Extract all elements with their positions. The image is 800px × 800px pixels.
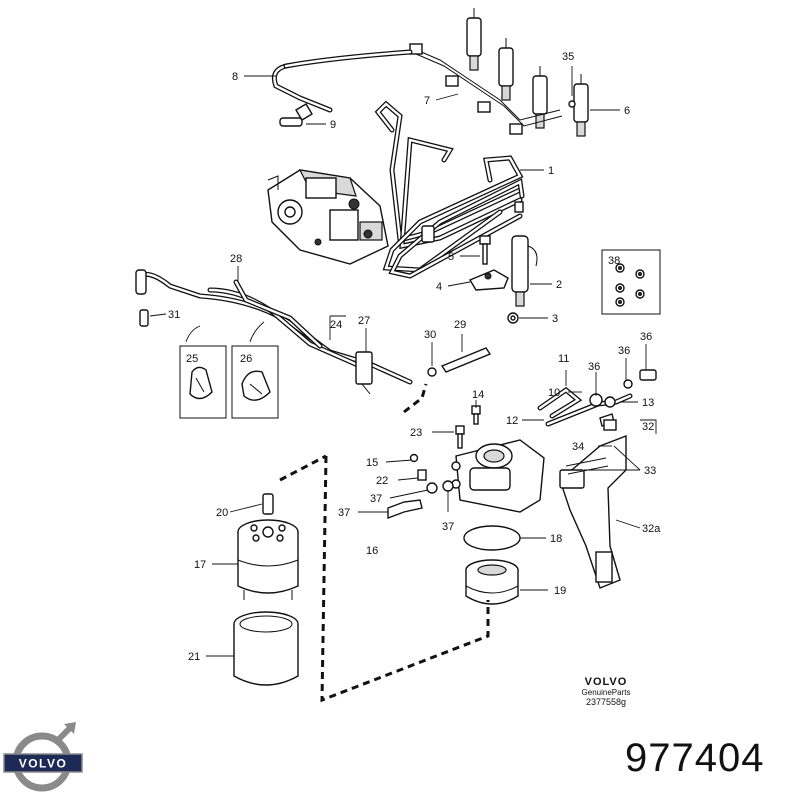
callout-25: 25 xyxy=(186,353,198,365)
injector-icon xyxy=(511,201,538,307)
filter-head xyxy=(426,439,545,513)
washer xyxy=(507,312,519,324)
callout-27: 27 xyxy=(358,315,370,327)
bleed-pipe xyxy=(537,369,657,427)
callout-32: 32 xyxy=(642,421,654,433)
brand-name: VOLVO xyxy=(584,676,628,688)
bolt xyxy=(479,235,491,265)
callout-36a: 36 xyxy=(588,361,600,373)
injector-icon xyxy=(532,66,548,129)
callout-28: 28 xyxy=(230,253,242,265)
filter-icon xyxy=(237,493,299,600)
callout-4: 4 xyxy=(436,281,442,293)
callout-20: 20 xyxy=(216,507,228,519)
dashed-leader xyxy=(320,455,490,703)
callout-24: 24 xyxy=(330,319,342,331)
seal-kit-box xyxy=(601,249,661,315)
callout-21: 21 xyxy=(188,651,200,663)
callout-8: 8 xyxy=(232,71,238,83)
pump-icon xyxy=(267,169,389,265)
callout-37b: 37 xyxy=(338,507,350,519)
callout-3: 3 xyxy=(552,313,558,325)
callout-17: 17 xyxy=(194,559,206,571)
callout-26: 26 xyxy=(240,353,252,365)
callout-32a: 32a xyxy=(642,523,661,535)
volvo-logo-text: VOLVO xyxy=(19,757,68,771)
callout-16: 16 xyxy=(366,545,378,557)
callout-34: 34 xyxy=(572,441,584,453)
callout-6: 6 xyxy=(624,105,630,117)
callout-labels: 1 2 3 4 5 6 7 8 9 10 11 12 13 14 15 16 1… xyxy=(168,51,661,663)
callout-33: 33 xyxy=(644,465,656,477)
callout-38: 38 xyxy=(608,255,620,267)
callout-35: 35 xyxy=(562,51,574,63)
dashed-leader xyxy=(279,454,327,482)
filter-cup xyxy=(233,611,299,686)
callout-11: 11 xyxy=(558,353,569,365)
callout-29: 29 xyxy=(454,319,466,331)
fuel-hoses xyxy=(135,269,413,395)
callout-7: 7 xyxy=(424,95,430,107)
callout-18: 18 xyxy=(550,533,562,545)
seal-ring xyxy=(463,525,521,551)
screws xyxy=(387,405,481,520)
clip-box-26 xyxy=(231,345,279,419)
callout-15: 15 xyxy=(366,457,378,469)
callout-36b: 36 xyxy=(618,345,630,357)
callout-2: 2 xyxy=(556,279,562,291)
dashed-leader xyxy=(403,383,428,414)
pipe-29 xyxy=(440,347,492,373)
callout-37c: 37 xyxy=(442,521,454,533)
callout-37a: 37 xyxy=(370,493,382,505)
fitting-30 xyxy=(427,367,437,377)
mounting-bracket xyxy=(559,419,627,589)
volvo-logo-icon: VOLVO xyxy=(3,722,83,792)
injector-set xyxy=(409,8,589,137)
return-hose xyxy=(271,49,413,127)
genuine-parts: GenuineParts xyxy=(581,688,631,697)
callout-30: 30 xyxy=(424,329,436,341)
injector-icon xyxy=(466,8,482,71)
part-number: 977404 xyxy=(625,736,765,780)
callout-1: 1 xyxy=(548,165,554,177)
injection-pipes xyxy=(374,100,525,279)
clamp xyxy=(468,269,509,291)
brand-block: VOLVO GenuineParts 2377558g xyxy=(566,676,646,707)
callout-23: 23 xyxy=(410,427,422,439)
callout-36c: 36 xyxy=(640,331,652,343)
callout-13: 13 xyxy=(642,397,654,409)
injector-icon xyxy=(498,38,514,101)
drawing-code: 2377558g xyxy=(585,697,627,707)
callout-14: 14 xyxy=(472,389,484,401)
callout-19: 19 xyxy=(554,585,566,597)
callout-31: 31 xyxy=(168,309,180,321)
callout-5: 5 xyxy=(448,251,454,263)
water-bowl xyxy=(465,559,519,605)
injector-icon xyxy=(573,74,589,137)
callout-12: 12 xyxy=(506,415,518,427)
clip-box-25 xyxy=(179,345,227,419)
callout-22: 22 xyxy=(376,475,388,487)
callout-9: 9 xyxy=(330,119,336,131)
leader-lines xyxy=(149,66,657,657)
callout-10: 10 xyxy=(548,387,560,399)
